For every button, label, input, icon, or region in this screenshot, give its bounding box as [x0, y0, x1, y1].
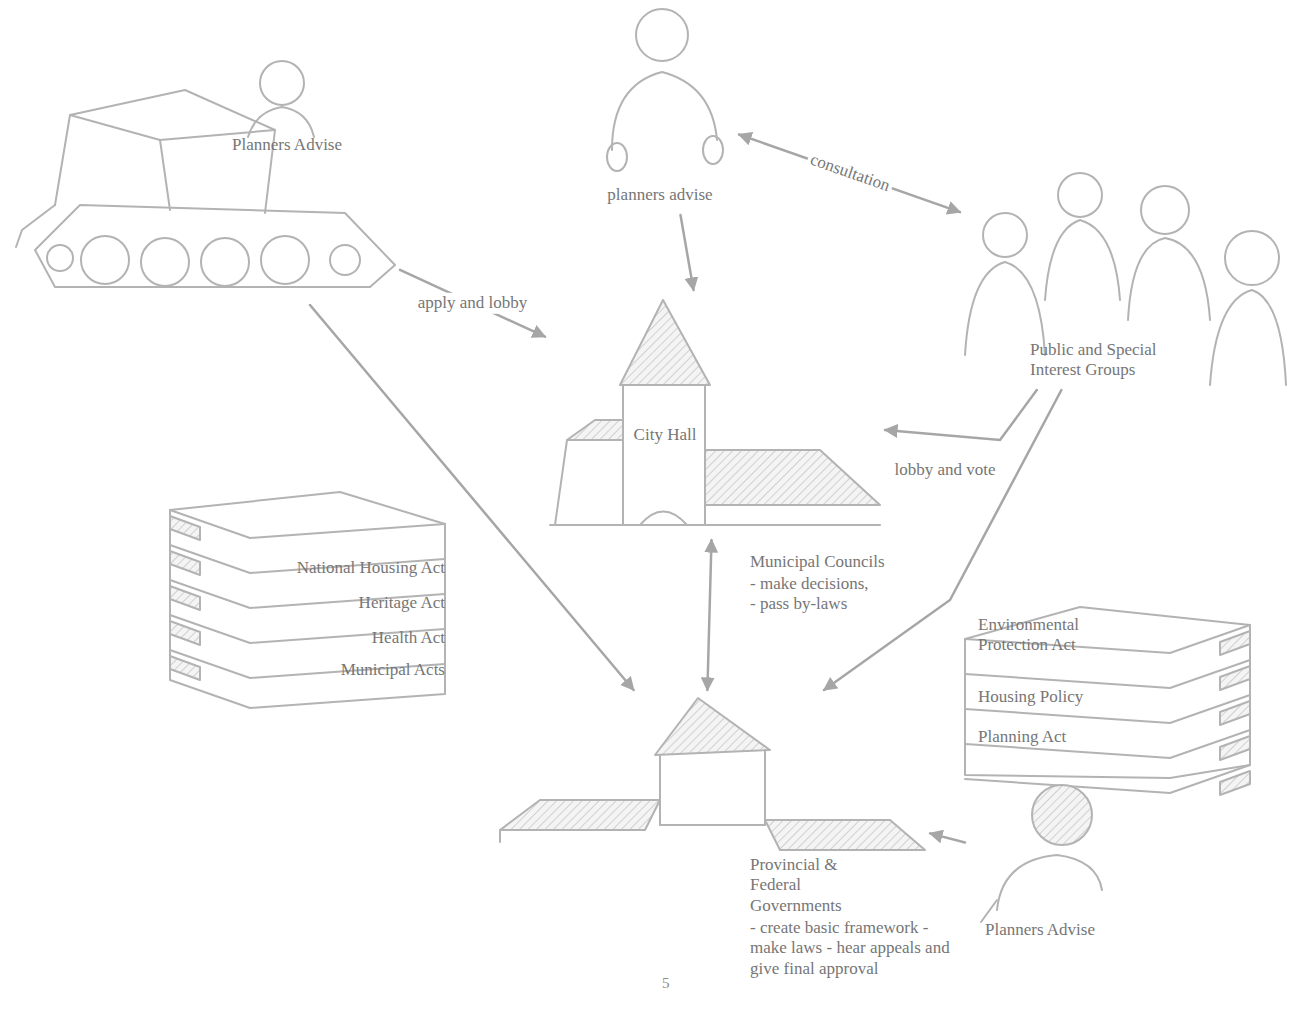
city-hall: City HallMunicipal Councils- make decisi…: [545, 290, 885, 540]
connector-arrow: [739, 135, 960, 213]
node-label: planners advise: [585, 185, 735, 205]
developer-tank: Planners Advise: [10, 55, 400, 305]
edge-label: consultation: [804, 149, 895, 198]
page-number: 5: [662, 975, 670, 992]
node-label: Heritage Act: [220, 593, 445, 613]
illustration: [10, 55, 400, 305]
node-label: Health Act: [220, 628, 445, 648]
connector-arrow: [400, 270, 545, 337]
connector-arrow: [885, 390, 1037, 440]
illustration: [480, 690, 930, 860]
book-stack: National Housing ActHeritage ActHealth A…: [160, 480, 450, 710]
node-label: - create basic framework - make laws - h…: [750, 918, 950, 979]
node-label: Planners Advise: [965, 920, 1115, 940]
connector-arrow: [930, 833, 965, 842]
node-label: Municipal Councils: [750, 552, 925, 572]
planner-figure: Planners Advise: [965, 770, 1119, 955]
edge-label: apply and lobby: [415, 293, 531, 313]
node-label: City Hall: [630, 425, 700, 445]
node-label: Provincial & Federal Governments: [750, 855, 890, 916]
book-stack: Environmental Protection ActHousing Poli…: [960, 595, 1260, 785]
node-label: National Housing Act: [220, 558, 445, 578]
government-building: Provincial & Federal Governments- create…: [480, 690, 930, 860]
connector-arrow: [707, 540, 711, 690]
node-label: - make decisions, - pass by-laws: [750, 574, 875, 615]
connector-arrow: [681, 215, 694, 290]
illustration: [545, 290, 885, 540]
node-label: Environmental Protection Act: [978, 615, 1108, 656]
public-groups: Public and Special Interest Groups: [960, 150, 1290, 390]
illustration: [585, 0, 739, 215]
edge-label: lobby and vote: [891, 460, 998, 480]
node-label: Planning Act: [978, 727, 1148, 747]
node-label: Municipal Acts: [220, 660, 445, 680]
node-label: Housing Policy: [978, 687, 1148, 707]
node-label: Planners Advise: [232, 135, 382, 155]
planner-figure: planners advise: [585, 0, 739, 215]
node-label: Public and Special Interest Groups: [1030, 340, 1180, 381]
